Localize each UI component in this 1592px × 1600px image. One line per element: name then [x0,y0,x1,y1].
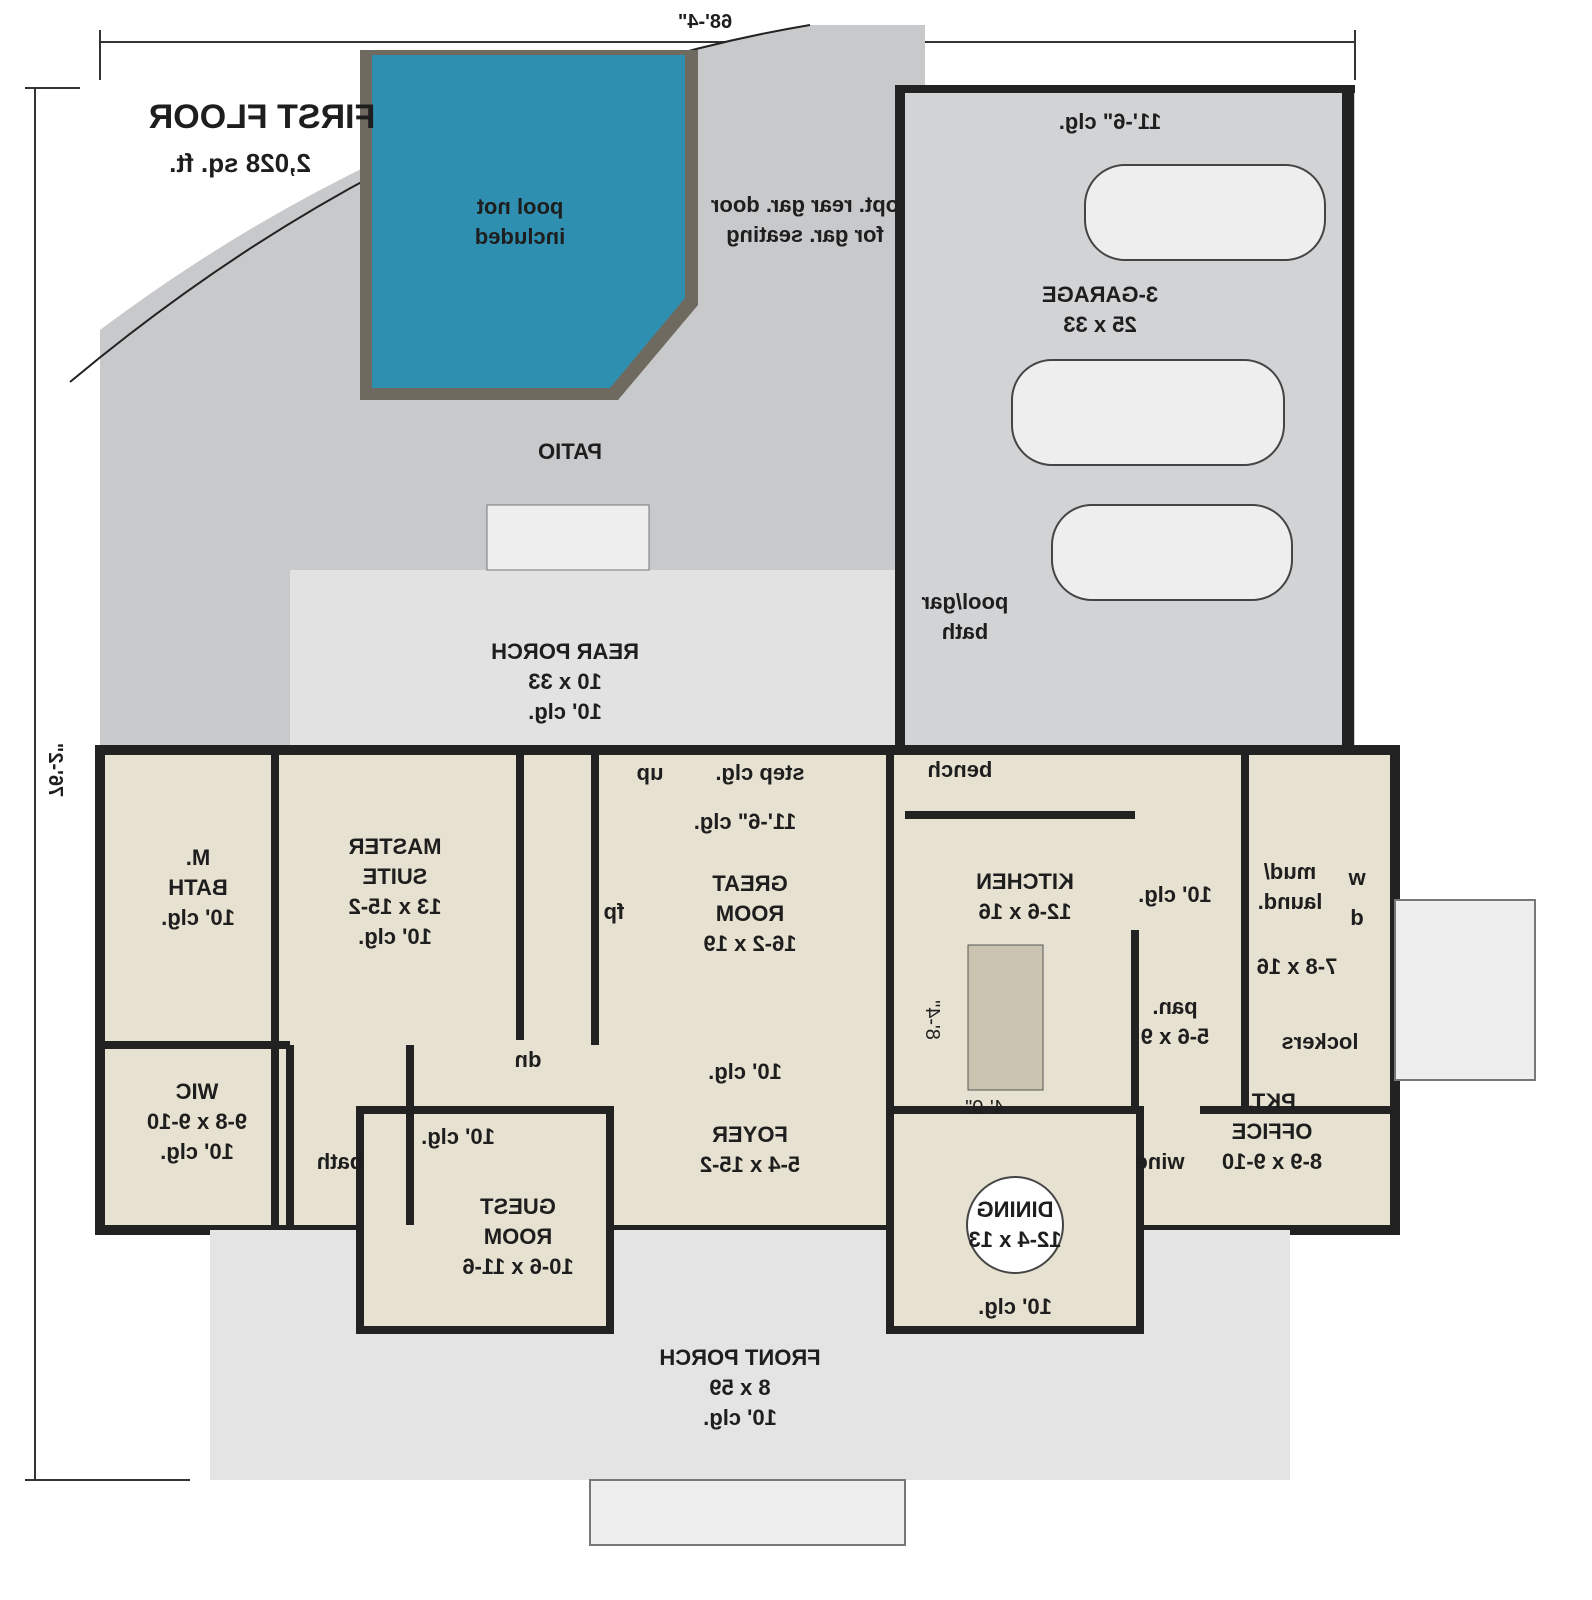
stairs-up-label: up [636,760,664,785]
pantry-label: pan.5-6 x 9 [1140,994,1210,1049]
great-room-ceiling: 11'-6" clg. [693,809,797,834]
mud-size-label: 7-8 x 16 [1256,954,1338,979]
patio-label: PATIO [538,439,602,464]
cars [1011,164,1326,601]
guest-ceiling: 10' clg. [421,1124,495,1149]
stairs-down-label: dn [514,1047,542,1072]
hall-ceiling: 10' clg. [708,1059,782,1084]
step-ceiling-label: step clg. [715,760,805,785]
dining-ceiling: 10' clg. [978,1294,1052,1319]
washer-label: w [1348,865,1366,890]
bath-label: bath [316,1149,364,1174]
island-gap-dimension: 4'-0" [965,1097,1005,1119]
plan-title: FIRST FLOOR [148,98,376,136]
depth-dimension: 76'-2" [44,742,66,798]
mud-laundry-label: mud/laund. [1257,859,1323,914]
garage-ceiling: 11'-6" clg. [1058,109,1162,134]
island-dimension: 8'-4" [921,1000,943,1040]
plan-area: 2,028 sq. ft. [169,148,311,178]
rear-porch [290,570,895,750]
fireplace-label: fp [603,899,625,924]
kitchen-ceiling: 10' clg. [1138,882,1212,907]
bench-label: bench [927,757,993,782]
width-dimension: 68'-4" [677,11,733,33]
wine-label: wine [1135,1149,1185,1174]
dryer-label: d [1350,905,1364,930]
dining-table [966,1176,1064,1274]
lockers-label: lockers [1281,1029,1359,1054]
kitchen-island [967,944,1044,1091]
interior-walls [100,755,1395,1225]
